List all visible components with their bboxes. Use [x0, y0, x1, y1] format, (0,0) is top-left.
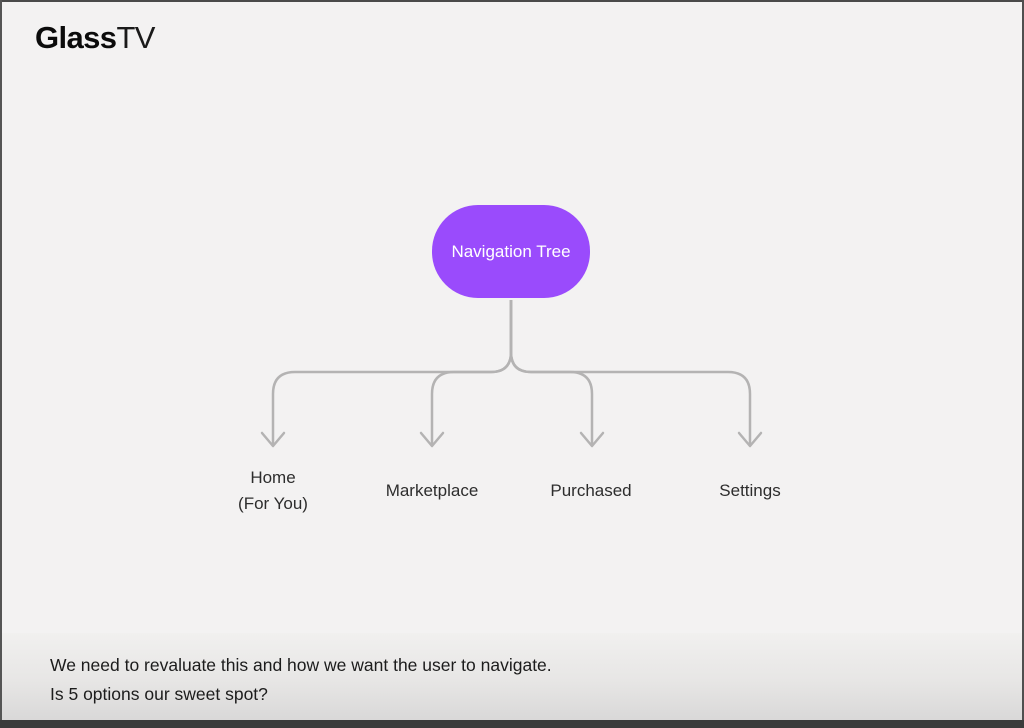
tree-leaf-marketplace-label: Marketplace	[385, 481, 479, 500]
screen-frame-top	[0, 0, 1024, 2]
tree-leaf-purchased: Purchased	[550, 478, 631, 504]
tree-leaf-purchased-label: Purchased	[550, 481, 632, 500]
tree-leaf-settings: Settings	[719, 478, 780, 504]
tree-leaf-marketplace: Marketplace	[386, 478, 479, 504]
tree-leaf-home: Home (For You)	[238, 465, 308, 517]
arrowhead-purchased-icon	[579, 431, 605, 448]
connector-marketplace	[430, 300, 513, 444]
brand-logo: GlassTV	[35, 20, 155, 56]
root-node-label: Navigation Tree	[451, 241, 571, 261]
arrowhead-marketplace-icon	[419, 431, 445, 448]
screen-frame-left	[0, 0, 2, 728]
screen-frame-bottom	[0, 720, 1024, 728]
brand-logo-light: TV	[116, 20, 155, 55]
tree-leaf-settings-label: Settings	[719, 481, 781, 500]
annotation-note-line1: We need to revaluate this and how we wan…	[50, 655, 552, 675]
connector-settings	[509, 300, 752, 444]
arrowhead-settings-icon	[737, 431, 763, 448]
tree-leaf-home-sublabel: (For You)	[238, 494, 308, 513]
root-node-navigation-tree[interactable]: Navigation Tree	[432, 205, 590, 298]
arrowhead-home-icon	[260, 431, 286, 448]
brand-logo-bold: Glass	[35, 20, 117, 55]
footer-band	[0, 633, 1024, 720]
screen-frame-right	[1022, 0, 1024, 728]
tree-leaf-home-label: Home	[250, 468, 296, 487]
annotation-note: We need to revaluate this and how we wan…	[50, 651, 552, 709]
annotation-note-line2: Is 5 options our sweet spot?	[50, 684, 268, 704]
